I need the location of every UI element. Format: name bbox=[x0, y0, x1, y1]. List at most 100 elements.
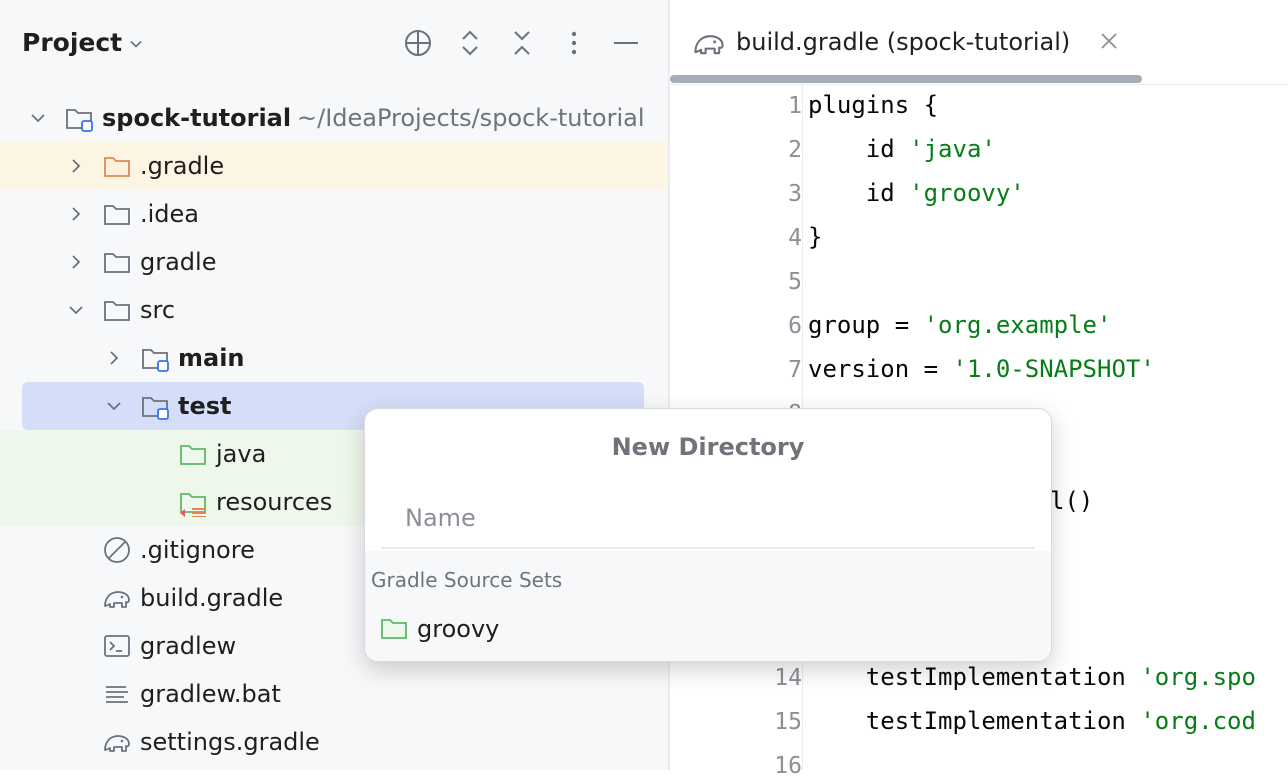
project-panel-header: Project bbox=[0, 0, 668, 88]
project-panel-title[interactable]: Project bbox=[22, 28, 122, 57]
new-directory-popup: New Directory Gradle Source Sets groovy bbox=[364, 408, 1052, 662]
chevron-down-icon[interactable] bbox=[104, 396, 124, 416]
code-text: plugins { bbox=[808, 91, 938, 119]
tree-row-src[interactable]: src bbox=[0, 286, 668, 334]
gradle-elephant-icon bbox=[102, 727, 132, 757]
code-line[interactable]: plugins { bbox=[808, 91, 938, 119]
line-number: 16 bbox=[742, 753, 802, 779]
source-sets-section: Gradle Source Sets groovy bbox=[365, 551, 1051, 661]
test-resources-folder-icon bbox=[178, 487, 208, 517]
editor-tab-build-gradle[interactable]: build.gradle (spock-tutorial) bbox=[670, 0, 1142, 84]
code-line[interactable]: id 'java' bbox=[808, 135, 996, 163]
line-number: 14 bbox=[742, 665, 802, 691]
expand-all-icon[interactable] bbox=[453, 26, 487, 60]
tree-label: build.gradle bbox=[140, 584, 283, 612]
chevron-right-icon[interactable] bbox=[66, 156, 86, 176]
section-label: Gradle Source Sets bbox=[371, 568, 562, 592]
source-root-folder-icon bbox=[140, 391, 170, 421]
code-line[interactable]: testImplementation 'org.cod bbox=[808, 707, 1256, 735]
code-text: } bbox=[808, 223, 822, 251]
folder-icon bbox=[102, 295, 132, 325]
collapse-all-icon[interactable] bbox=[505, 26, 539, 60]
folder-icon bbox=[102, 247, 132, 277]
code-text: l() bbox=[1050, 487, 1093, 515]
editor-tabbar: build.gradle (spock-tutorial) bbox=[670, 0, 1288, 85]
text-file-icon bbox=[102, 679, 132, 709]
code-string: 'org.example' bbox=[924, 311, 1112, 339]
tree-label: spock-tutorial bbox=[102, 104, 291, 132]
code-string: 'java' bbox=[909, 135, 996, 163]
tree-row-spock-tutorial[interactable]: spock-tutorial ~/IdeaProjects/spock-tuto… bbox=[0, 94, 668, 142]
module-folder-icon bbox=[64, 103, 94, 133]
terminal-script-icon bbox=[102, 631, 132, 661]
code-string: 'org.spo bbox=[1140, 663, 1256, 691]
code-string: '1.0-SNAPSHOT' bbox=[953, 355, 1155, 383]
project-path-hint: ~/IdeaProjects/spock-tutorial bbox=[297, 104, 644, 132]
tree-row-idea[interactable]: .idea bbox=[0, 190, 668, 238]
code-text: id bbox=[808, 179, 909, 207]
tree-row-settings-gradle[interactable]: settings.gradle bbox=[0, 718, 668, 766]
tree-label: main bbox=[178, 344, 245, 372]
active-tab-indicator bbox=[670, 75, 1142, 83]
suggestion-item-groovy[interactable]: groovy bbox=[365, 605, 1051, 653]
code-text: testImplementation bbox=[808, 707, 1140, 735]
code-line[interactable]: id 'groovy' bbox=[808, 179, 1025, 207]
code-line[interactable]: testImplementation 'org.spo bbox=[808, 663, 1256, 691]
more-options-icon[interactable] bbox=[557, 26, 591, 60]
tree-label: gradle bbox=[140, 248, 216, 276]
tree-label: resources bbox=[216, 488, 332, 516]
code-text: id bbox=[808, 135, 909, 163]
code-string: 'org.cod bbox=[1140, 707, 1256, 735]
tree-row-gradle-cache[interactable]: .gradle bbox=[0, 142, 668, 190]
popup-title: New Directory bbox=[365, 433, 1051, 461]
tree-label: test bbox=[178, 392, 232, 420]
chevron-right-icon[interactable] bbox=[66, 252, 86, 272]
gradle-elephant-icon bbox=[102, 583, 132, 613]
chevron-down-icon[interactable] bbox=[28, 108, 48, 128]
chevron-down-icon[interactable] bbox=[66, 300, 86, 320]
tree-label: java bbox=[216, 440, 266, 468]
directory-name-input[interactable] bbox=[381, 489, 1035, 549]
editor-tab-label: build.gradle (spock-tutorial) bbox=[736, 28, 1070, 56]
line-number: 4 bbox=[742, 225, 802, 251]
test-folder-icon bbox=[178, 439, 208, 469]
ignored-file-icon bbox=[102, 535, 132, 565]
code-line[interactable]: } bbox=[808, 223, 822, 251]
chevron-down-icon[interactable] bbox=[128, 36, 144, 52]
close-icon[interactable] bbox=[1098, 30, 1120, 52]
test-folder-icon bbox=[379, 613, 409, 643]
folder-icon bbox=[102, 199, 132, 229]
code-text: group = bbox=[808, 311, 924, 339]
chevron-right-icon[interactable] bbox=[66, 204, 86, 224]
code-text: version = bbox=[808, 355, 953, 383]
code-line[interactable]: group = 'org.example' bbox=[808, 311, 1111, 339]
line-number: 5 bbox=[742, 269, 802, 295]
code-text: testImplementation bbox=[808, 663, 1140, 691]
tree-label: .gitignore bbox=[140, 536, 255, 564]
source-root-folder-icon bbox=[140, 343, 170, 373]
tree-label: settings.gradle bbox=[140, 728, 320, 756]
line-number: 1 bbox=[742, 93, 802, 119]
tree-label: gradlew bbox=[140, 632, 236, 660]
tree-label: gradlew.bat bbox=[140, 680, 281, 708]
tree-row-main[interactable]: main bbox=[0, 334, 668, 382]
gradle-elephant-icon bbox=[692, 26, 726, 60]
code-line[interactable]: l() bbox=[1050, 487, 1093, 515]
line-number: 7 bbox=[742, 357, 802, 383]
tree-label: .idea bbox=[140, 200, 199, 228]
line-number: 3 bbox=[742, 181, 802, 207]
tree-label: .gradle bbox=[140, 152, 224, 180]
hide-panel-icon[interactable] bbox=[609, 26, 643, 60]
code-string: 'groovy' bbox=[909, 179, 1025, 207]
chevron-right-icon[interactable] bbox=[104, 348, 124, 368]
folder-orange-icon bbox=[102, 151, 132, 181]
line-number: 6 bbox=[742, 313, 802, 339]
tree-row-gradle[interactable]: gradle bbox=[0, 238, 668, 286]
code-line[interactable]: version = '1.0-SNAPSHOT' bbox=[808, 355, 1155, 383]
tree-row-gradlew-bat[interactable]: gradlew.bat bbox=[0, 670, 668, 718]
tree-label: src bbox=[140, 296, 175, 324]
line-number: 15 bbox=[742, 709, 802, 735]
suggestion-label: groovy bbox=[417, 615, 499, 643]
locate-icon[interactable] bbox=[401, 26, 435, 60]
line-number: 2 bbox=[742, 137, 802, 163]
